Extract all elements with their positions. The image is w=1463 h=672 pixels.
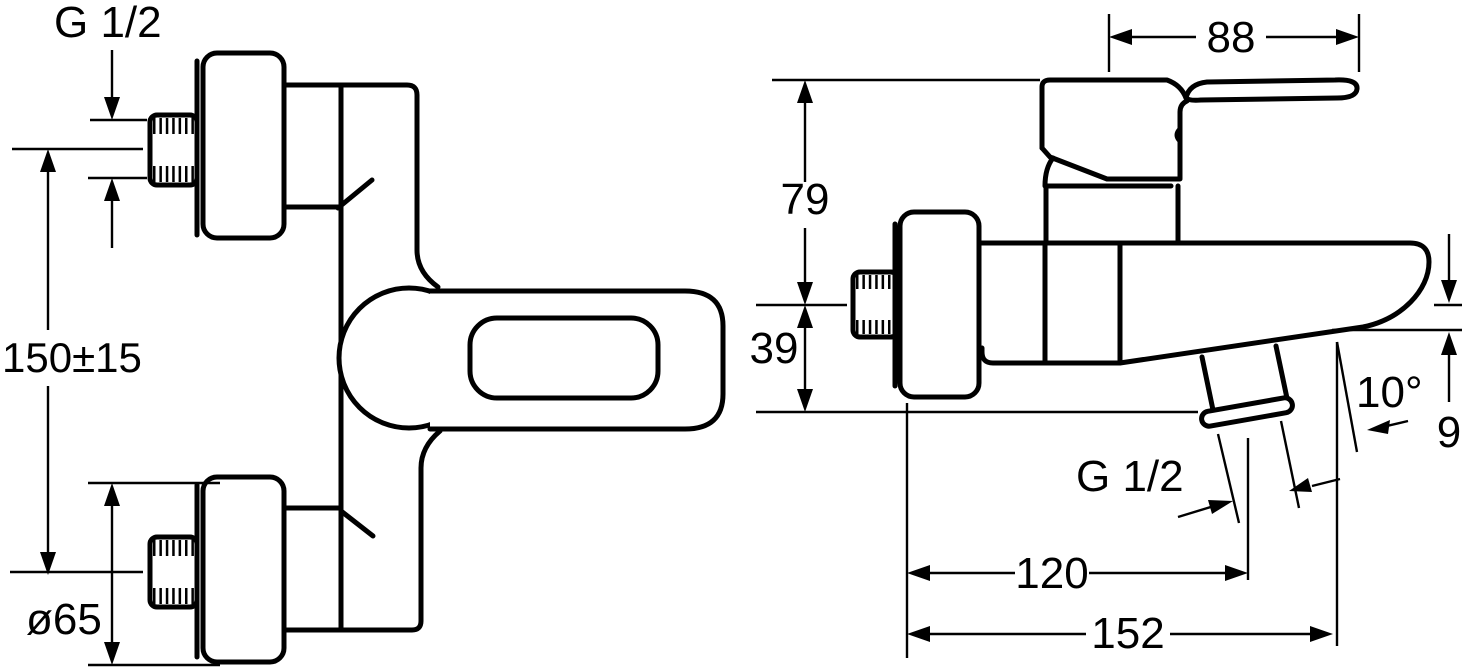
dim-outlet-thread: G 1/2 bbox=[1076, 420, 1341, 524]
lever-blade bbox=[1183, 77, 1360, 103]
dim-spout-lip: 9 bbox=[1332, 234, 1462, 457]
outlet-thread-label: G 1/2 bbox=[1076, 452, 1184, 501]
surface-tick-top bbox=[335, 177, 375, 211]
front-view: G 1/2 150±15 ø65 bbox=[2, 0, 726, 667]
escutcheon-side bbox=[892, 209, 982, 400]
spout-lip-label: 9 bbox=[1437, 408, 1461, 457]
escutcheon-top bbox=[194, 50, 287, 241]
inlet-thread-top bbox=[147, 112, 200, 188]
center-distance-label: 150±15 bbox=[2, 334, 142, 381]
escutcheon-diameter-label: ø65 bbox=[26, 595, 102, 644]
dim-inlet-thread: G 1/2 bbox=[54, 0, 162, 248]
dim-center-distance: 150±15 bbox=[2, 149, 142, 575]
surface-tick-bottom bbox=[338, 508, 376, 539]
handle-length-label: 88 bbox=[1207, 13, 1256, 62]
escutcheon-bottom bbox=[194, 474, 287, 665]
handle-cutout bbox=[467, 315, 661, 401]
dim-handle-length: 88 bbox=[1107, 13, 1361, 72]
lever-handle-front bbox=[336, 285, 726, 432]
height-above-label: 79 bbox=[781, 175, 830, 224]
dim-escutcheon-diameter: ø65 bbox=[26, 481, 220, 667]
faucet-body-side bbox=[976, 240, 1432, 366]
shower-outlet bbox=[1199, 343, 1295, 429]
spout-reach-label: 152 bbox=[1091, 609, 1164, 658]
handle-dome bbox=[1039, 77, 1189, 151]
inlet-thread-dim-label: G 1/2 bbox=[54, 0, 162, 47]
handle-side bbox=[1039, 77, 1360, 246]
outlet-rim bbox=[1199, 395, 1295, 429]
dim-heights: 79 39 bbox=[750, 78, 1198, 414]
inlet-thread-bottom bbox=[147, 534, 200, 610]
outlet-offset-label: 120 bbox=[1015, 549, 1088, 598]
side-view: 88 79 39 10° bbox=[750, 13, 1462, 658]
dim-outlet-angle: 10° bbox=[1335, 341, 1423, 453]
dim-outlet-offset: 120 bbox=[905, 403, 1250, 658]
outlet-angle-label: 10° bbox=[1356, 368, 1423, 417]
set-screw-mark bbox=[1174, 126, 1183, 144]
height-below-label: 39 bbox=[750, 324, 799, 373]
inlet-thread-side bbox=[850, 269, 901, 340]
dim-spout-reach: 152 bbox=[907, 342, 1339, 658]
